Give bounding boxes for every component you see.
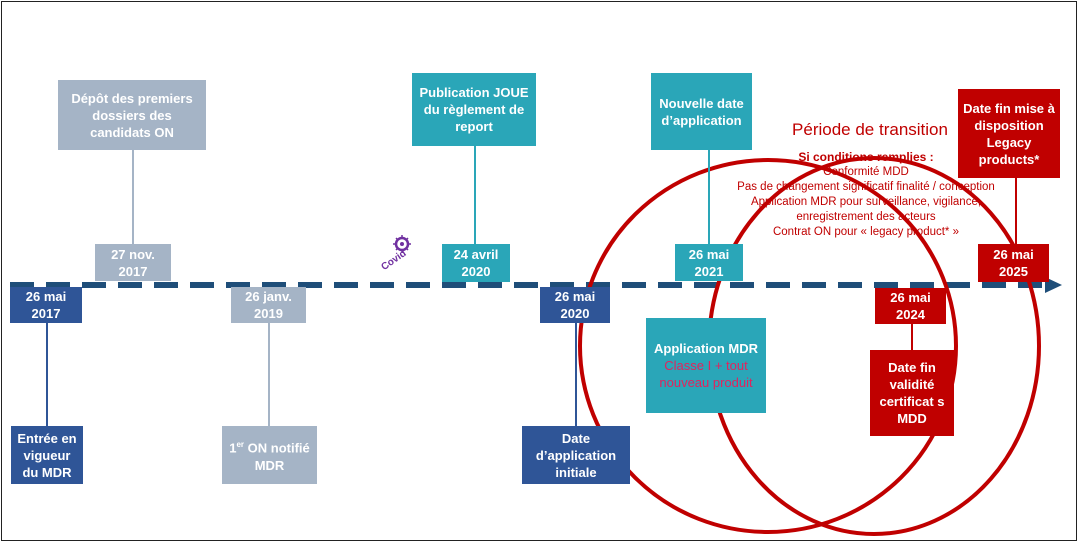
on-prefix: 1 bbox=[229, 440, 237, 456]
event-nouvelle-date: Nouvelle date d’application bbox=[651, 73, 752, 150]
event-publication-joue: Publication JOUE du règlement de report bbox=[412, 73, 536, 146]
transition-conditions: Si conditions remplies : Conformité MDD … bbox=[732, 150, 1000, 240]
on-sup: er bbox=[236, 440, 245, 450]
event-date-initiale: Date d’application initiale bbox=[522, 426, 630, 484]
connector-2021 bbox=[708, 150, 710, 244]
connector-2020apr bbox=[474, 146, 476, 244]
conditions-header: Si conditions remplies : bbox=[798, 150, 934, 164]
date-box-2019: 26 janv. 2019 bbox=[231, 287, 306, 323]
transition-title: Période de transition bbox=[792, 120, 948, 139]
condition-item: Pas de changement significatif finalité … bbox=[737, 181, 995, 193]
event-fin-validite: Date fin validité certificat s MDD bbox=[870, 350, 954, 436]
connector-2017 bbox=[46, 320, 48, 428]
date-box-2020apr: 24 avril 2020 bbox=[442, 244, 510, 282]
virus-icon bbox=[393, 235, 411, 253]
event-fin-mise-disposition: Date fin mise à disposition Legacy produ… bbox=[958, 89, 1060, 178]
connector-2020may bbox=[575, 322, 577, 426]
date-box-2025: 26 mai 2025 bbox=[978, 244, 1049, 282]
condition-item: Contrat ON pour « legacy product* » bbox=[772, 226, 960, 238]
application-mdr-sub: Classe I + tout nouveau produit bbox=[659, 358, 753, 390]
event-application-mdr: Application MDR Classe I + tout nouveau … bbox=[646, 318, 766, 413]
date-box-2020may: 26 mai 2020 bbox=[540, 287, 610, 323]
condition-item: Application MDR pour surveillance, vigil… bbox=[750, 196, 982, 223]
condition-item: Conformité MDD bbox=[823, 166, 909, 178]
date-box-2024: 26 mai 2024 bbox=[875, 288, 946, 324]
on-rest: ON notifié MDR bbox=[244, 440, 310, 473]
connector-2024 bbox=[911, 322, 913, 350]
event-depot-dossiers: Dépôt des premiers dossiers des candidat… bbox=[58, 80, 206, 150]
connector-2025 bbox=[1015, 178, 1017, 244]
event-entree-vigueur: Entrée en vigueur du MDR bbox=[11, 426, 83, 484]
transition-ellipse-left bbox=[578, 158, 958, 534]
date-box-2017: 26 mai 2017 bbox=[10, 287, 82, 323]
connector-2019 bbox=[268, 322, 270, 426]
connector-2017nov bbox=[132, 150, 134, 244]
date-box-2021: 26 mai 2021 bbox=[675, 244, 743, 281]
date-box-2017nov: 27 nov. 2017 bbox=[95, 244, 171, 281]
event-premier-on: 1er ON notifié MDR bbox=[222, 426, 317, 484]
timeline-arrowhead bbox=[1045, 277, 1062, 293]
application-mdr-label: Application MDR bbox=[654, 341, 758, 356]
